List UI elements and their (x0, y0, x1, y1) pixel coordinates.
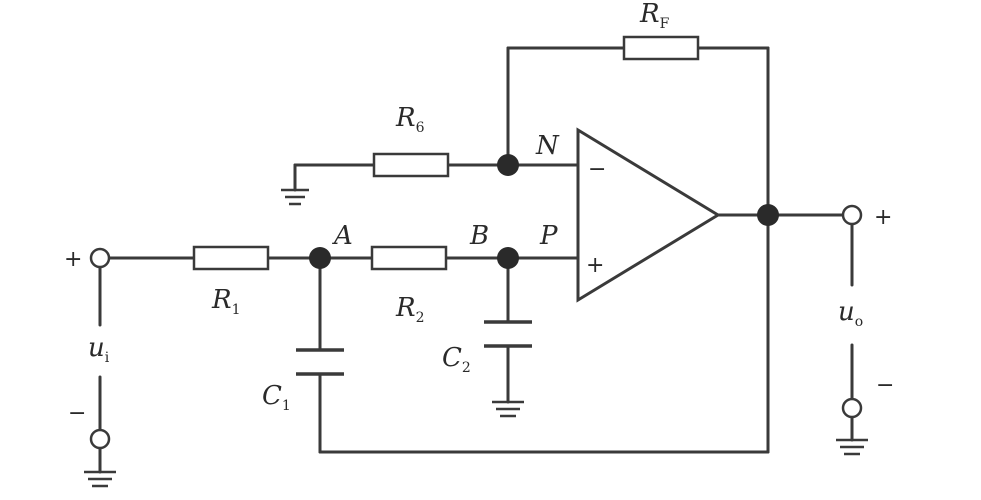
capacitor-c2 (484, 320, 532, 348)
label-r6: R6 (395, 103, 425, 136)
label-rf: RF (639, 0, 670, 32)
label-node-p: P (539, 221, 558, 251)
output-terminal-top (841, 204, 863, 226)
input-minus-sign: − (68, 401, 86, 426)
output-plus-sign: + (874, 205, 892, 230)
resistor-r2 (370, 245, 448, 271)
output-minus-sign: − (876, 373, 894, 398)
node-a-dot (309, 247, 331, 269)
input-terminal-bottom (89, 428, 111, 450)
input-plus-sign: + (64, 247, 82, 272)
resistor-r6 (372, 152, 450, 178)
resistor-r1 (192, 245, 270, 271)
ground-symbol-c2 (492, 400, 524, 418)
label-input-voltage: ui (88, 333, 110, 366)
input-terminal-top (89, 247, 111, 269)
opamp-symbol (576, 127, 721, 303)
opamp-noninverting-sign: + (586, 253, 604, 278)
label-c1: C1 (262, 381, 291, 414)
ground-symbol-r6 (281, 188, 309, 206)
capacitor-c1 (296, 348, 344, 376)
label-r2: R2 (395, 293, 425, 326)
label-output-voltage: uo (838, 297, 863, 330)
opamp-inverting-sign: − (588, 157, 606, 182)
label-node-a: A (332, 221, 353, 251)
node-b-dot (497, 247, 519, 269)
ground-symbol-output (836, 438, 868, 456)
label-node-b: B (469, 221, 489, 251)
label-c2: C2 (442, 343, 471, 376)
label-r1: R1 (211, 285, 241, 318)
wires (98, 46, 854, 474)
node-n-dot (497, 154, 519, 176)
resistor-rf (622, 35, 700, 61)
node-output-dot (757, 204, 779, 226)
output-terminal-bottom (841, 397, 863, 419)
ground-symbol-input (84, 470, 116, 488)
label-node-n: N (535, 131, 560, 161)
